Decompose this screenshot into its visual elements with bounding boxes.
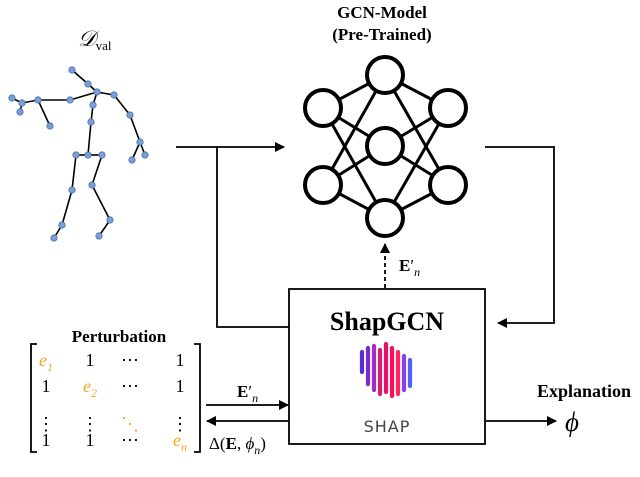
perturbation-title: Perturbation xyxy=(72,327,167,346)
connector-lines xyxy=(176,142,557,426)
skeleton-joint xyxy=(89,101,97,109)
skeleton-joint xyxy=(18,99,26,107)
skeleton-joint xyxy=(141,151,149,159)
skeleton-bone xyxy=(91,154,103,186)
skeleton-joint xyxy=(8,94,16,102)
network-node xyxy=(365,126,405,166)
matrix-cell: 1 xyxy=(86,350,95,370)
matrix-cell: ⋯ xyxy=(121,350,139,370)
network-edge xyxy=(383,74,450,186)
network-node xyxy=(428,165,468,205)
skeleton-joint xyxy=(66,96,74,104)
skeleton-joint xyxy=(46,122,54,130)
skeleton-joint xyxy=(68,186,76,194)
skeleton-joints xyxy=(8,66,149,242)
matrix-cell: 1 xyxy=(86,430,95,450)
matrix-cell: 1 xyxy=(176,350,185,370)
skeleton-joint xyxy=(87,118,95,126)
matrix-cell-highlighted: en xyxy=(173,430,187,454)
skeleton-bone xyxy=(71,154,77,191)
matrix-right-bracket xyxy=(194,343,201,453)
matrix-cell: 1 xyxy=(42,430,51,450)
matrix-brackets xyxy=(30,343,201,453)
matrix-cell: ⋮ xyxy=(171,414,189,434)
network-node xyxy=(365,55,405,95)
matrix-left-bracket xyxy=(30,343,37,453)
explanation-label: Explanation xyxy=(537,381,631,401)
skeleton-bone xyxy=(37,99,51,127)
neural-network-icon xyxy=(303,55,468,238)
matrix-cell: ⋯ xyxy=(121,430,139,450)
network-node xyxy=(303,88,343,128)
skeleton-joint xyxy=(50,234,58,242)
skeleton-joint xyxy=(136,138,144,146)
skeleton-joint xyxy=(84,80,92,88)
skeleton-joint xyxy=(110,91,118,99)
network-node xyxy=(365,198,405,238)
skeleton-bone xyxy=(61,189,73,226)
skeleton-joint xyxy=(88,181,96,189)
skeleton-bone xyxy=(91,184,111,221)
skeleton-joint xyxy=(72,151,80,159)
network-node xyxy=(303,165,343,205)
skeleton-joint xyxy=(84,151,92,159)
skeleton-joint xyxy=(34,96,42,104)
matrix-cell: 1 xyxy=(176,376,185,396)
matrix-cell: ⋮ xyxy=(81,414,99,434)
shap-logo-icon xyxy=(359,341,413,399)
network-edge xyxy=(321,107,387,219)
matrix-cell: 1 xyxy=(42,376,51,396)
network-edge xyxy=(321,74,387,186)
skeleton-joint xyxy=(98,151,106,159)
matrix-cell-highlighted: e1 xyxy=(39,350,53,374)
skeleton-joint xyxy=(16,108,24,116)
skeleton-bone xyxy=(113,94,131,116)
network-nodes xyxy=(303,55,468,238)
skeleton-bone xyxy=(87,121,92,156)
network-node xyxy=(428,88,468,128)
skeleton-joint xyxy=(95,232,103,240)
skeleton-joint xyxy=(106,216,114,224)
shap-logo-caption: SHAP xyxy=(364,417,411,436)
matrix-cell: ⋮ xyxy=(37,414,55,434)
skeleton-joint xyxy=(68,66,76,74)
skeleton-joint xyxy=(128,156,136,164)
skeleton-bone xyxy=(129,114,141,143)
label-perturbed-edges-top: E′n xyxy=(399,256,420,279)
skeleton-joint xyxy=(126,111,134,119)
dataset-label: 𝒟val xyxy=(78,26,112,53)
explanation-symbol: ϕ xyxy=(565,407,579,437)
skeleton-bone xyxy=(69,91,98,101)
arrow-model-to-shapgcn xyxy=(485,146,555,328)
model-title-line1: GCN-Model xyxy=(337,3,427,22)
label-delta: Δ(E, ϕn) xyxy=(209,434,266,457)
line-data-to-shapgcn xyxy=(216,147,289,328)
shapgcn-title: ShapGCN xyxy=(330,307,444,336)
skeleton-joint xyxy=(58,221,66,229)
skeleton-joint xyxy=(93,88,101,96)
network-edge xyxy=(383,107,450,219)
matrix-cell-highlighted: e2 xyxy=(83,376,97,400)
matrix-cell: ⋱ xyxy=(121,414,139,434)
model-title-line2: (Pre-Trained) xyxy=(332,25,431,44)
matrix-cell: ⋯ xyxy=(121,376,139,396)
skeleton-figure xyxy=(8,66,149,242)
label-perturbed-edges-left: E′n xyxy=(237,382,258,405)
